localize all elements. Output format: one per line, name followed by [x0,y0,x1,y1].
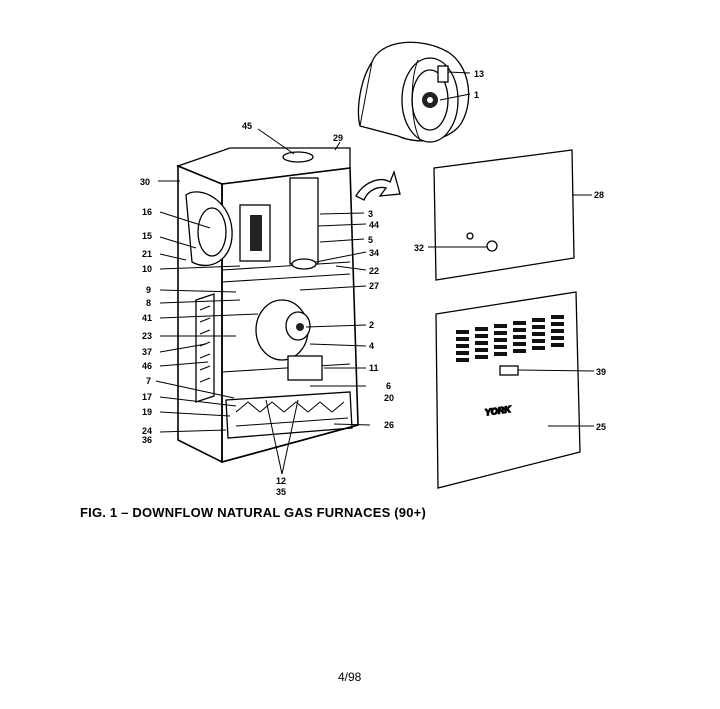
louver-slot [551,315,564,319]
callout-29: 29 [333,133,343,143]
callout-16: 16 [142,207,152,217]
figure-caption: FIG. 1 – DOWNFLOW NATURAL GAS FURNACES (… [80,505,426,520]
callout-10: 10 [142,264,152,274]
louver-slot [456,351,469,355]
blower-assembly [357,41,470,143]
louver-slot [551,322,564,326]
callout-19: 19 [142,407,152,417]
louver-slot [494,331,507,335]
callout-labels: 13 1 45 29 30 16 3 44 15 5 21 34 10 22 9… [140,69,606,497]
callout-22: 22 [369,266,379,276]
louver-slot [475,334,488,338]
york-logo: YORK [484,404,513,418]
louver-slot [532,332,545,336]
callout-28: 28 [594,190,604,200]
louver-slot [456,358,469,362]
louver-slot [532,339,545,343]
louver-slot [494,352,507,356]
callout-25: 25 [596,422,606,432]
callout-45: 45 [242,121,252,131]
louver-slot [551,343,564,347]
callout-21: 21 [142,249,152,259]
louver-slot [513,328,526,332]
louver-slot [475,341,488,345]
callout-20: 20 [384,393,394,403]
louver-slot [475,348,488,352]
callout-8: 8 [146,298,151,308]
callout-12: 12 [276,476,286,486]
callout-7: 7 [146,376,151,386]
callout-41: 41 [142,313,152,323]
callout-4: 4 [369,341,374,351]
callout-36: 36 [142,435,152,445]
callout-27: 27 [369,281,379,291]
louver-slot [513,335,526,339]
leader-lines [155,71,595,475]
callout-37: 37 [142,347,152,357]
callout-44: 44 [369,220,379,230]
louver-slot [513,349,526,353]
callout-39: 39 [596,367,606,377]
louver-slot [475,327,488,331]
callout-23: 23 [142,331,152,341]
callout-5: 5 [368,235,373,245]
door-louvers [456,315,564,362]
louver-slot [494,324,507,328]
callout-3: 3 [368,209,373,219]
louver-slot [532,318,545,322]
lower-door-panel: YORK [435,291,581,489]
callout-26: 26 [384,420,394,430]
callout-15: 15 [142,231,152,241]
louver-slot [456,344,469,348]
callout-13: 13 [474,69,484,79]
louver-slot [475,355,488,359]
callout-24: 24 [142,426,152,436]
callout-1: 1 [474,90,479,100]
callout-46: 46 [142,361,152,371]
callout-32: 32 [414,243,424,253]
louver-slot [532,346,545,350]
louver-slot [551,329,564,333]
callout-34: 34 [369,248,379,258]
louver-slot [456,330,469,334]
callout-35: 35 [276,487,286,497]
louver-slot [513,321,526,325]
callout-30: 30 [140,177,150,187]
louver-slot [494,338,507,342]
louver-slot [456,337,469,341]
louver-slot [494,345,507,349]
louver-slot [532,325,545,329]
callout-6: 6 [386,381,391,391]
callout-11: 11 [369,363,379,373]
louver-slot [513,342,526,346]
upper-door-panel [433,149,575,281]
callout-2: 2 [369,320,374,330]
callout-9: 9 [146,285,151,295]
callout-17: 17 [142,392,152,402]
louver-slot [551,336,564,340]
page-number: 4/98 [338,670,362,684]
